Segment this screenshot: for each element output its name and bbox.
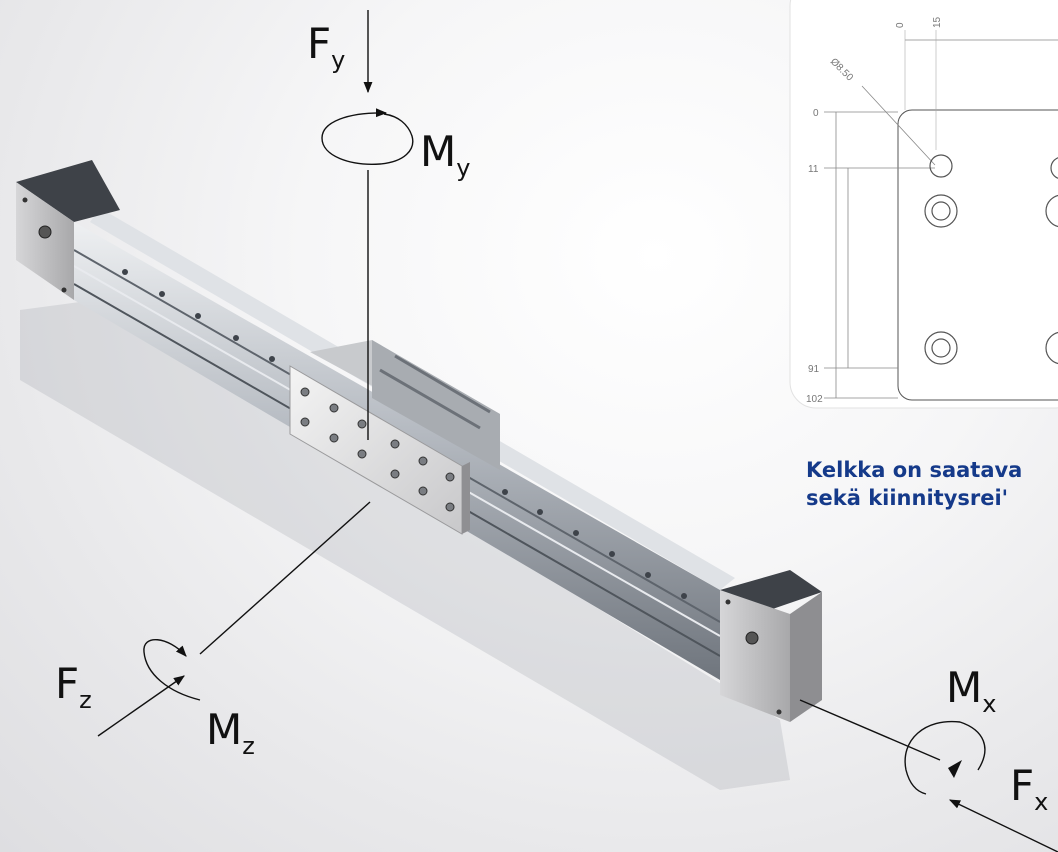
mx-rotation-arrow xyxy=(904,720,986,795)
left-dim-0: 0 xyxy=(813,108,819,119)
right-endcap-face xyxy=(720,590,790,722)
force-arrows xyxy=(97,10,1058,852)
my-rotation-arrow xyxy=(321,108,414,165)
force-labels: Fy My Fz Mz Mx Fx xyxy=(55,19,1048,816)
left-endcap-face xyxy=(16,182,74,300)
left-endcap-top xyxy=(16,160,120,222)
caption-line-1: Kelkka on saatava xyxy=(806,458,1023,482)
counterbore-hole xyxy=(924,331,958,365)
mz-rotation-arrow xyxy=(143,638,201,701)
carriage-plate-holes xyxy=(300,387,455,512)
my-label: My xyxy=(420,127,470,182)
mz-label: Mz xyxy=(206,705,255,760)
fz-arrow xyxy=(97,675,185,737)
top-dim-0: 0 xyxy=(895,22,906,28)
fx-label: Fx xyxy=(1010,761,1048,816)
fy-label: Fy xyxy=(307,19,345,74)
left-dim-91: 91 xyxy=(808,364,820,375)
mx-label: Mx xyxy=(946,663,996,718)
mounting-hole xyxy=(929,154,953,178)
z-axis-line xyxy=(199,501,371,655)
fz-label: Fz xyxy=(55,659,92,714)
left-dim-11: 11 xyxy=(808,164,819,175)
top-dim-15: 15 xyxy=(932,16,943,28)
counterbore-hole xyxy=(924,194,958,228)
caption-line-2: sekä kiinnitysrei' xyxy=(806,486,1009,510)
rail-screws xyxy=(122,269,687,599)
technical-drawing-inset: Ø8.50 0 15 0 11 91 102 xyxy=(789,0,1058,409)
linear-actuator xyxy=(16,160,822,722)
actuator-reflection xyxy=(20,300,790,790)
fx-arrow xyxy=(948,799,1058,852)
left-dim-102: 102 xyxy=(806,394,823,405)
x-axis-line xyxy=(799,699,941,761)
